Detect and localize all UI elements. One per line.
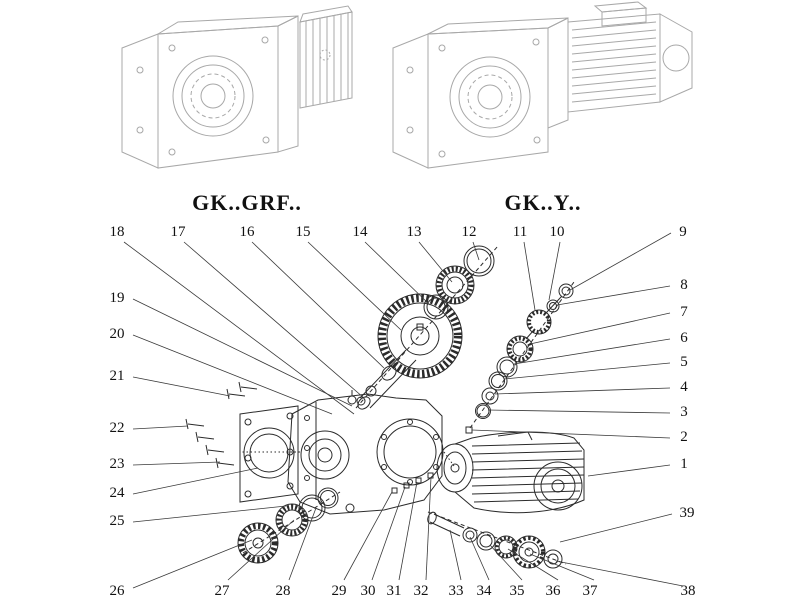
- part-number-38: 38: [681, 583, 696, 599]
- leader-line-38: [555, 560, 684, 587]
- leader-line-27: [227, 519, 295, 581]
- leader-line-10: [548, 241, 561, 301]
- part-number-24: 24: [110, 485, 126, 501]
- leader-line-22: [132, 425, 189, 430]
- part-number-29: 29: [332, 583, 347, 599]
- part-number-19: 19: [110, 290, 125, 306]
- leader-line-32: [425, 476, 432, 581]
- leader-line-4: [494, 387, 671, 395]
- part-number-7: 7: [680, 304, 688, 320]
- leader-line-34: [469, 536, 490, 581]
- leader-line-25: [132, 505, 287, 523]
- leader-line-19: [132, 298, 353, 407]
- leader-line-2: [471, 429, 671, 439]
- output-shaft-kit: [427, 511, 563, 569]
- flange-fasteners: [391, 472, 434, 494]
- part-number-5: 5: [680, 354, 688, 370]
- gearbox-y-motor-drawing: [392, 1, 693, 169]
- part-number-32: 32: [414, 583, 429, 599]
- leader-line-39: [559, 513, 673, 543]
- leader-line-6: [513, 338, 671, 365]
- part-number-4: 4: [680, 379, 688, 395]
- part-number-10: 10: [550, 224, 565, 240]
- gearbox-grf-drawing: [121, 5, 353, 169]
- leader-line-13: [418, 241, 453, 283]
- part-number-11: 11: [513, 224, 527, 240]
- exploded-assembly-drawing: [185, 245, 585, 569]
- leader-line-18: [123, 241, 355, 415]
- leader-line-12: [472, 241, 480, 261]
- part-number-28: 28: [276, 583, 291, 599]
- part-number-36: 36: [546, 583, 562, 599]
- leader-lines: [123, 232, 684, 589]
- part-number-3: 3: [680, 404, 688, 420]
- leader-line-33: [449, 529, 462, 581]
- leader-line-3: [487, 409, 671, 414]
- part-number-25: 25: [110, 513, 125, 529]
- part-number-27: 27: [215, 583, 231, 599]
- mounting-bolts: [185, 381, 258, 469]
- part-number-22: 22: [110, 420, 125, 436]
- part-number-20: 20: [110, 326, 125, 342]
- leader-line-7: [529, 312, 671, 345]
- leader-line-21: [132, 376, 231, 397]
- part-number-26: 26: [110, 583, 126, 599]
- part-number-35: 35: [510, 583, 525, 599]
- part-number-39: 39: [680, 505, 695, 521]
- leader-line-28: [288, 507, 317, 581]
- part-number-37: 37: [583, 583, 599, 599]
- leader-line-31: [398, 481, 418, 581]
- part-number-6: 6: [680, 330, 688, 346]
- part-number-23: 23: [110, 456, 125, 472]
- part-number-34: 34: [477, 583, 493, 599]
- leader-line-23: [132, 461, 221, 466]
- leader-line-36: [507, 548, 559, 581]
- part-number-31: 31: [387, 583, 402, 599]
- electric-motor: [436, 431, 585, 514]
- leader-line-35: [489, 544, 523, 581]
- input-pinion-stack: [465, 283, 574, 434]
- part-number-12: 12: [462, 224, 477, 240]
- leader-line-16: [251, 241, 385, 369]
- part-number-33: 33: [449, 583, 464, 599]
- leader-line-11: [523, 241, 536, 311]
- part-number-8: 8: [680, 277, 688, 293]
- leader-line-14: [364, 241, 431, 306]
- leader-line-24: [132, 467, 259, 495]
- part-number-1: 1: [680, 456, 688, 472]
- part-number-30: 30: [361, 583, 376, 599]
- leader-line-30: [371, 486, 406, 581]
- assembly-axis-lines: [242, 245, 575, 565]
- part-number-14: 14: [353, 224, 369, 240]
- leader-line-29: [343, 491, 393, 581]
- variant-label-y: GK..Y..: [504, 190, 581, 215]
- leader-line-9: [569, 232, 672, 291]
- part-number-21: 21: [110, 368, 125, 384]
- leader-line-8: [556, 285, 671, 306]
- part-number-13: 13: [407, 224, 422, 240]
- part-number-9: 9: [679, 224, 687, 240]
- leader-line-17: [183, 241, 365, 399]
- leader-line-5: [503, 362, 671, 380]
- leader-line-15: [307, 241, 402, 331]
- part-number-18: 18: [110, 224, 125, 240]
- mounting-flange-plate: [239, 405, 299, 503]
- main-gear-assembly: [356, 245, 495, 410]
- leader-line-26: [132, 539, 253, 589]
- leader-line-1: [587, 464, 671, 477]
- leader-line-20: [132, 334, 333, 415]
- leader-line-37: [529, 553, 595, 581]
- part-number-16: 16: [240, 224, 256, 240]
- part-number-2: 2: [680, 429, 688, 445]
- part-number-15: 15: [296, 224, 311, 240]
- variant-label-grf: GK..GRF..: [192, 190, 302, 215]
- part-number-17: 17: [171, 224, 187, 240]
